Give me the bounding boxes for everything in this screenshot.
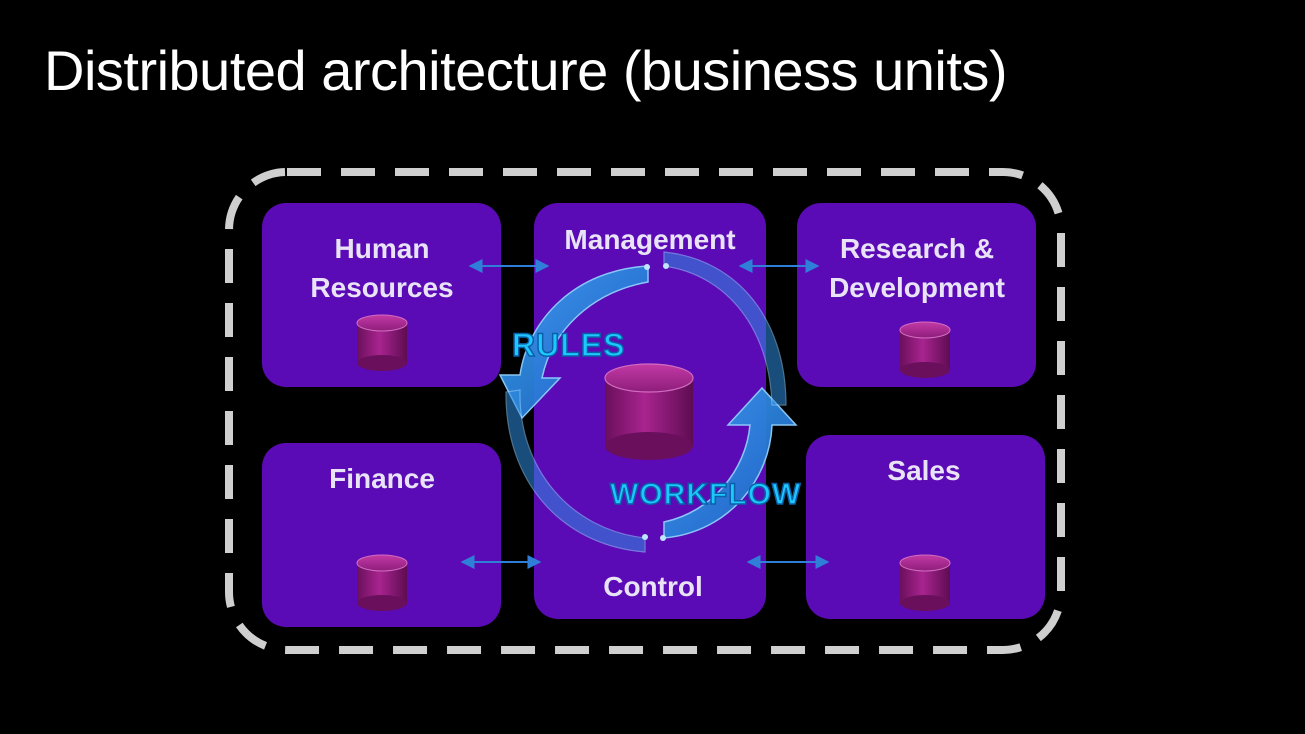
unit-label-finance: Finance <box>329 463 435 494</box>
unit-box-human-resources[interactable] <box>262 203 501 387</box>
cycle-node-top-left <box>644 264 650 270</box>
unit-label-human-line1: Human <box>335 233 430 264</box>
boundary-dashed-frame <box>225 168 1065 654</box>
unit-label-human-line2: Resources <box>310 272 453 303</box>
workflow-cycle-tail <box>663 251 787 406</box>
database-icon-sales <box>899 554 951 611</box>
cycle-node-bottom-right <box>660 535 666 541</box>
workflow-cycle-arrow <box>663 386 798 539</box>
database-icon-research-development <box>899 321 951 378</box>
slide-title: Distributed architecture (business units… <box>44 39 1008 102</box>
database-icon-central <box>604 363 694 460</box>
unit-label-rd-line2: Development <box>829 272 1005 303</box>
unit-box-sales[interactable] <box>806 435 1045 619</box>
rules-cycle-tail <box>505 389 646 553</box>
unit-label-sales: Sales <box>887 455 960 486</box>
unit-box-research-development[interactable] <box>797 203 1036 387</box>
cycle-node-bottom-left <box>642 534 648 540</box>
unit-label-control: Control <box>603 571 703 602</box>
unit-label-management: Management <box>564 224 735 255</box>
database-icon-human-resources <box>356 314 408 371</box>
rules-label: RULES <box>512 327 625 363</box>
cycle-node-top-right <box>663 263 669 269</box>
database-icon-finance <box>356 554 408 611</box>
unit-label-rd-line1: Research & <box>840 233 994 264</box>
workflow-label: WORKFLOW <box>610 478 801 511</box>
unit-box-finance[interactable] <box>262 443 501 627</box>
